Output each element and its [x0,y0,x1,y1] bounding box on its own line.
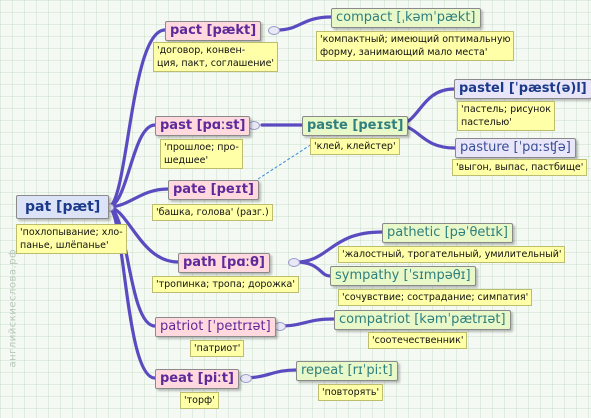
word-pate: pate [173,182,207,197]
word-pat: pat [25,199,52,215]
ipa-pat: [pæt] [56,199,101,215]
link-pat-past [106,123,157,209]
ipa-pasture: [ˈpɑːsʧə] [513,140,571,155]
word-pact: pact [170,23,202,38]
node-pate[interactable]: pate [peɪt] [168,180,259,200]
connector-knob [268,26,280,35]
ipa-pact: [pækt] [206,23,257,38]
word-pasture: pasture [460,140,510,155]
gloss-repeat: 'повторять' [318,384,384,401]
link-pate-paste-dashed [257,143,313,180]
ipa-pastel: [ˈpæst(ə)l] [508,81,587,96]
word-repeat: repeat [301,363,344,378]
gloss-past: 'прошлое; про- шедшее' [160,139,243,169]
word-compatriot: compatriot [339,312,411,327]
link-pat-peat [106,205,157,380]
ipa-past: [pɑːst] [196,118,246,133]
gloss-pasture: 'выгон, выпас, пастбище' [452,159,588,176]
node-pact[interactable]: pact [pækt] [165,21,262,41]
ipa-sympathy: [ˈsɪmpəθɪ] [403,268,471,283]
word-pastel: pastel [459,81,505,96]
gloss-sympathy: 'сочувствие; сострадание; симпатия' [338,289,533,306]
link-pat-pact [106,28,167,209]
node-compatriot[interactable]: compatriot [kəmˈpætrɪət] [334,310,511,330]
link-patriot-compatriot [278,317,336,328]
gloss-pate: 'башка, голова' (разг.) [152,204,273,221]
link-path-sympathy [294,260,332,278]
connector-knob [288,258,300,267]
node-path[interactable]: path [pɑːθ] [178,253,270,273]
connector-knob [240,374,252,383]
node-past[interactable]: past [pɑːst] [155,116,251,136]
ipa-patriot: [ˈpeɪtrɪət] [207,319,271,334]
ipa-pate: [peɪt] [210,182,254,197]
word-paste: paste [307,118,348,133]
word-patriot: patriot [160,319,204,334]
ipa-compact: [ˌkəmˈpækt] [396,10,476,25]
gloss-pathetic: 'жалостный, трогательный, умилительный' [338,246,566,263]
gloss-pact: 'договор, конвен- ция, пакт, соглашение' [153,42,279,72]
gloss-peat: 'торф' [180,392,219,409]
node-paste[interactable]: paste [peɪst] [302,116,409,136]
node-pat[interactable]: pat [pæt] [16,195,110,219]
word-sympathy: sympathy [335,268,400,283]
link-pact-compact [276,15,333,32]
ipa-repeat: [rɪˈpiːt] [347,363,393,378]
node-pathetic[interactable]: pathetic [pəˈθetɪk] [382,223,513,243]
gloss-pat: 'похлопывание; хло- панье, шлёпанье' [16,224,127,254]
ipa-path: [pɑːθ] [221,255,265,270]
gloss-paste: 'клей, клейстер' [310,138,400,155]
ipa-peat: [piːt] [197,371,234,386]
connector-knob [274,322,286,331]
ipa-paste: [peɪst] [352,118,404,133]
gloss-pastel: 'пастель; рисунок пастелью' [457,101,555,131]
gloss-patriot: 'патриот' [190,340,245,357]
gloss-compact: 'компактный; имеющий оптимальную форму, … [316,31,515,61]
node-compact[interactable]: compact [ˌkəmˈpækt] [331,8,481,28]
word-peat: peat [160,371,194,386]
gloss-compatriot: 'соотечественник' [368,332,468,349]
word-path: path [183,255,217,270]
link-path-pathetic [294,230,384,264]
word-compact: compact [336,10,393,25]
node-repeat[interactable]: repeat [rɪˈpiːt] [296,361,398,381]
node-pastel[interactable]: pastel [ˈpæst(ə)l] [454,79,591,99]
word-pathetic: pathetic [387,225,441,240]
ipa-pathetic: [pəˈθetɪk] [444,225,508,240]
node-patriot[interactable]: patriot [ˈpeɪtrɪət] [155,317,276,337]
node-sympathy[interactable]: sympathy [ˈsɪmpəθɪ] [330,266,476,286]
ipa-compatriot: [kəmˈpætrɪət] [414,312,506,327]
node-peat[interactable]: peat [piːt] [155,369,239,389]
node-pasture[interactable]: pasture [ˈpɑːsʧə] [455,138,576,158]
word-past: past [160,118,193,133]
gloss-path: 'тропинка; тропа; дорожка' [152,276,299,293]
